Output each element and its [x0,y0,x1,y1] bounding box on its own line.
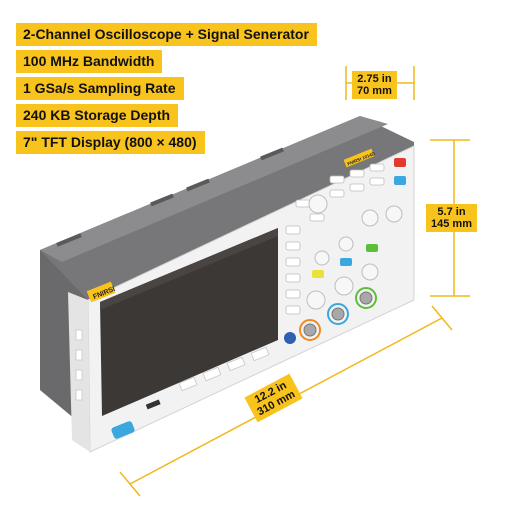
depth-inches: 2.75 in [357,73,392,85]
brand-logo [86,281,116,303]
generator-button[interactable] [366,244,378,252]
power-button[interactable] [111,420,136,439]
spec-label-2: 100 MHz Bandwidth [16,50,163,73]
left-side-buttons [75,329,83,401]
ch1-button[interactable] [312,270,324,278]
model-badge [343,148,375,168]
height-mm: 145 mm [431,218,472,230]
auto-button[interactable] [394,176,406,185]
run-stop-button[interactable] [394,158,406,167]
spec-label-4: 240 KB Storage Depth [16,104,179,127]
tft-display [100,228,278,416]
single-button[interactable] [284,332,296,344]
function-button-grid [295,163,385,222]
depth-mm: 70 mm [357,85,392,97]
side-vents [56,147,284,247]
depth-dimension-label: 2.75 in 70 mm [352,71,397,99]
bnc-connectors [299,287,377,341]
menu-button-column [285,225,301,315]
knobs [306,194,403,310]
usb-port [145,399,161,410]
spec-label-5: 7" TFT Display (800 × 480) [16,131,205,154]
height-inches: 5.7 in [437,206,466,218]
rear-housing [40,116,414,300]
height-dimension-label: 5.7 in 145 mm [426,204,477,232]
softkey-row [178,346,270,392]
spec-label-1: 2-Channel Oscilloscope + Signal Senerato… [16,23,317,46]
ch2-button[interactable] [340,258,352,266]
spec-label-3: 1 GSa/s Sampling Rate [16,77,184,100]
